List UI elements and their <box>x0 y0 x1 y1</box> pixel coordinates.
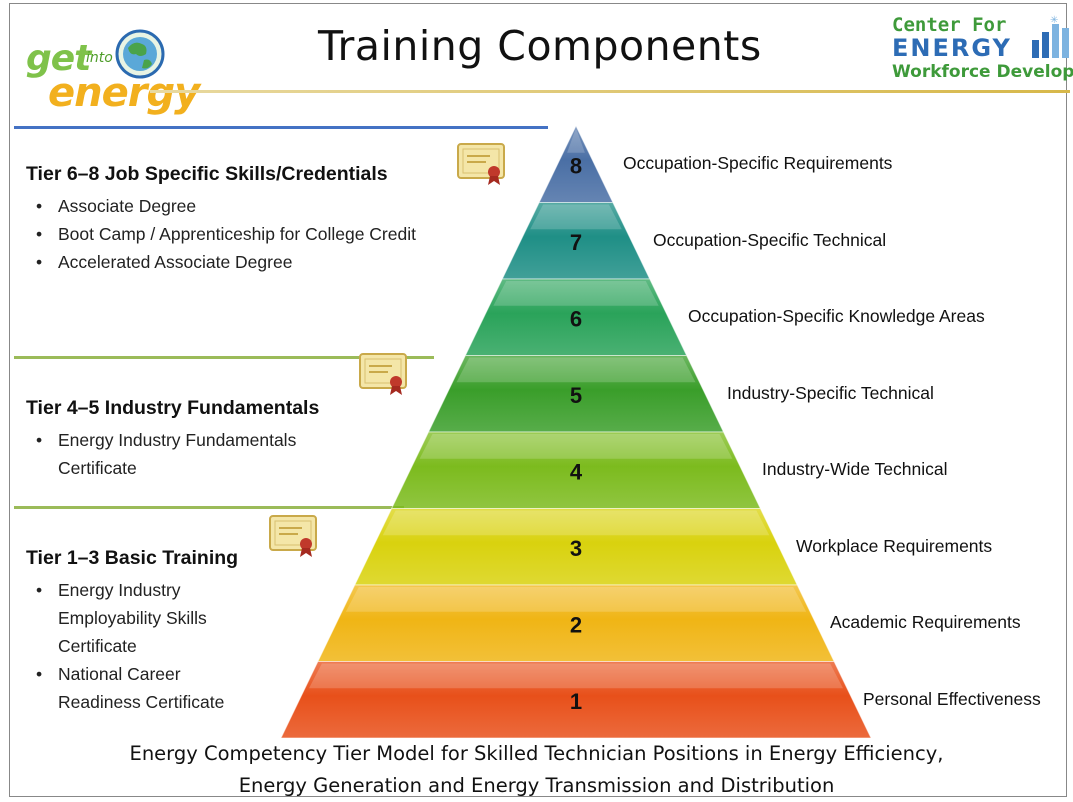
pyramid-tier-1 <box>280 661 872 739</box>
tier-group-6-8: Tier 6–8 Job Specific Skills/Credentials… <box>26 163 448 276</box>
pyramid-tier-sheen <box>456 357 696 383</box>
globe-icon <box>115 29 165 79</box>
logo-word-get: get <box>26 38 91 79</box>
tier-heading: Tier 4–5 Industry Fundamentals <box>26 397 320 419</box>
header-rule <box>150 90 1070 93</box>
logo-line-energy: ENERGY <box>892 34 1012 62</box>
logo-line-workforce: Workforce Development <box>892 62 1073 82</box>
pyramid-tier-sheen <box>567 128 585 153</box>
pyramid-tier-number: 5 <box>570 383 582 408</box>
slide-frame <box>9 3 1067 797</box>
pyramid-tier-sheen <box>419 434 733 459</box>
list-item: Energy Industry Employability Skills Cer… <box>36 576 258 660</box>
svg-text:✳: ✳ <box>1050 15 1058 26</box>
pyramid-tier-number: 2 <box>570 612 582 637</box>
left-section-rule <box>14 126 548 129</box>
pyramid-tier-sheen <box>382 510 770 536</box>
certificate-icon <box>457 143 505 185</box>
tier-group-4-5: Tier 4–5 Industry Fundamentals Energy In… <box>26 397 358 482</box>
pyramid-tier-number: 6 <box>570 306 582 331</box>
pyramid-tier-label: Industry-Specific Technical <box>727 382 934 403</box>
bar-graph-icon: ✳ <box>1032 15 1069 58</box>
tier-list: Energy Industry Employability Skills Cer… <box>26 576 268 716</box>
pyramid-tier-number: 4 <box>570 459 583 484</box>
logo-line-center-for: Center For <box>892 14 1007 36</box>
tier-heading: Tier 1–3 Basic Training <box>26 547 239 569</box>
pyramid-tier-sheen <box>345 587 807 612</box>
list-item: Associate Degree <box>36 192 448 220</box>
pyramid-tier-label: Personal Effectiveness <box>863 688 1041 709</box>
get-into-energy-logo: get into energy <box>20 28 200 122</box>
pyramid-tier-number: 7 <box>570 230 582 255</box>
logo-word-into: into <box>86 50 113 66</box>
pyramid-tier-number: 8 <box>570 153 582 178</box>
caption-line-1: Energy Competency Tier Model for Skilled… <box>129 742 944 765</box>
certificate-icon <box>269 515 317 557</box>
page-title: Training Components <box>318 22 762 70</box>
pyramid-tier-number: 3 <box>570 536 582 561</box>
pyramid-tier-sheen <box>530 204 622 230</box>
logo-word-energy: energy <box>48 70 200 116</box>
pyramid-tier-label: Industry-Wide Technical <box>762 459 948 480</box>
caption-line-2: Energy Generation and Energy Transmissio… <box>238 774 835 797</box>
pyramid-tier-label: Occupation-Specific Knowledge Areas <box>688 306 985 327</box>
list-item: Boot Camp / Apprenticeship for College C… <box>36 220 448 248</box>
list-item: Energy Industry Fundamentals Certificate <box>36 426 358 482</box>
pyramid-tier-sheen <box>493 281 659 306</box>
list-item: National Career Readiness Certificate <box>36 660 268 716</box>
tier-heading: Tier 6–8 Job Specific Skills/Credentials <box>26 163 388 185</box>
tier-divider-top <box>14 356 434 359</box>
pyramid-tier-label: Occupation-Specific Requirements <box>623 153 893 174</box>
pyramid-tier-label: Workplace Requirements <box>796 535 993 556</box>
pyramid-tier-label: Academic Requirements <box>830 612 1021 633</box>
pyramid-tier-label: Occupation-Specific Technical <box>653 229 887 250</box>
certificate-icon <box>359 353 407 395</box>
list-item: Accelerated Associate Degree <box>36 248 448 276</box>
pyramid-tier-number: 1 <box>570 689 582 714</box>
center-for-energy-logo: Center For ENERGY ✳ Workforce Developmen… <box>888 14 1073 94</box>
tier-divider-bottom <box>14 506 404 509</box>
tier-group-1-3: Tier 1–3 Basic Training Energy Industry … <box>26 547 268 716</box>
tier-list: Associate Degree Boot Camp / Apprentices… <box>26 192 448 276</box>
pyramid-tier-sheen <box>308 663 844 689</box>
tier-list: Energy Industry Fundamentals Certificate <box>26 426 358 482</box>
